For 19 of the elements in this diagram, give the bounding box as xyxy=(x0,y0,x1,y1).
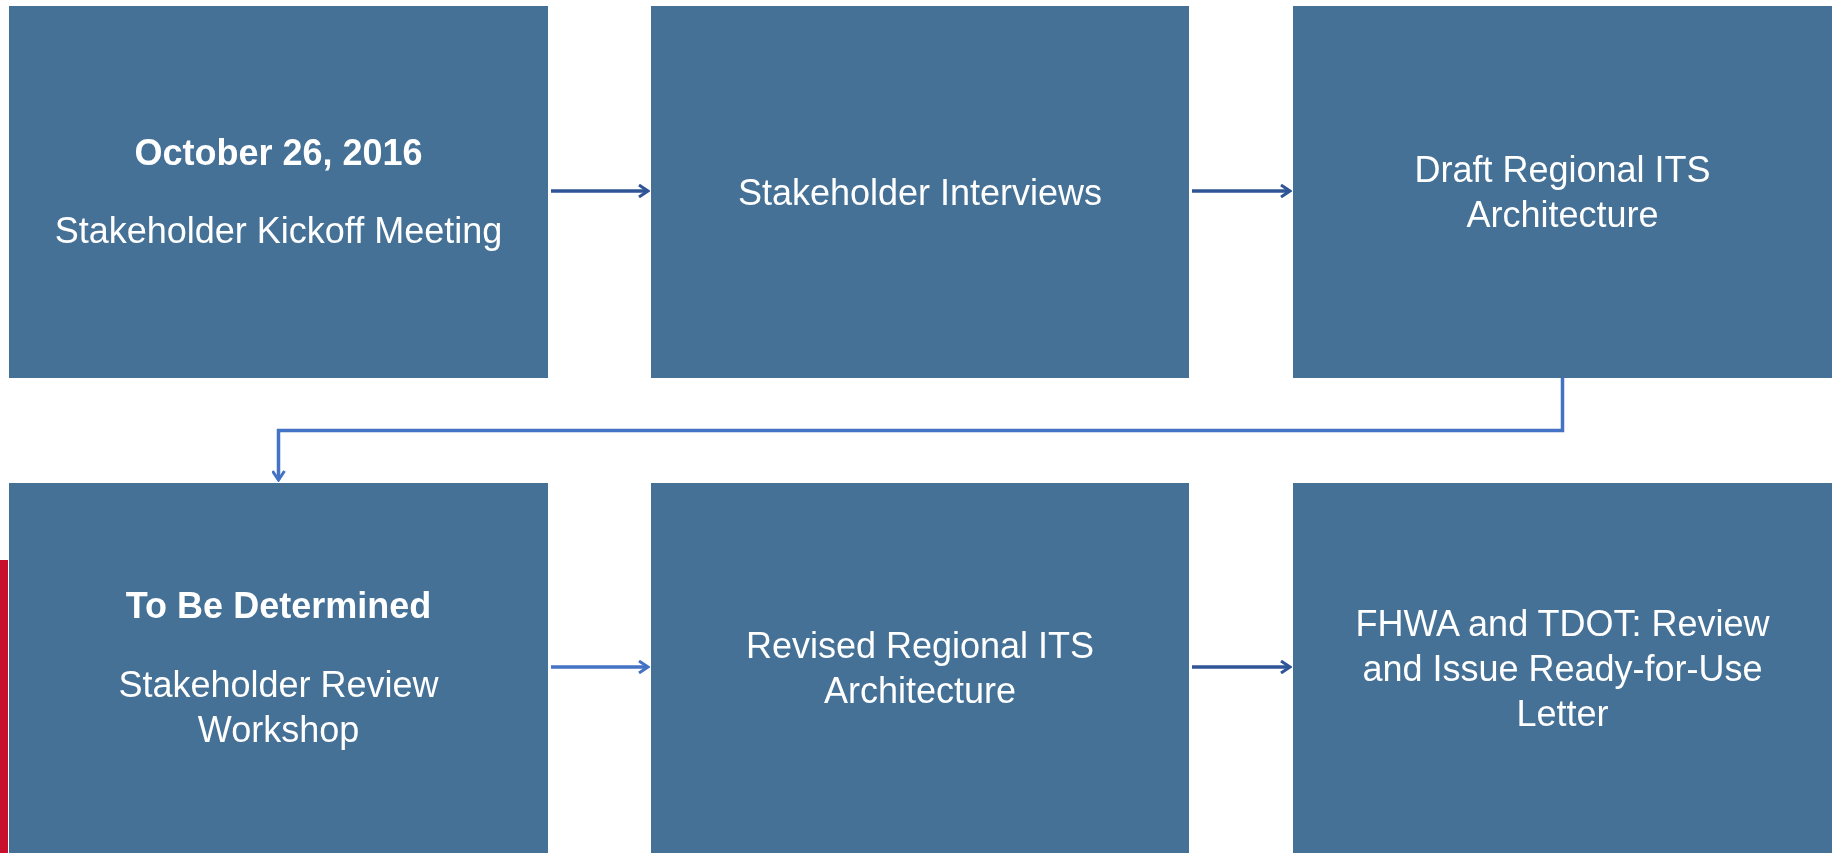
process-box xyxy=(9,483,548,853)
process-box xyxy=(1293,483,1832,853)
step-label: Draft Regional ITS Architecture xyxy=(1413,148,1712,237)
arrow xyxy=(551,183,650,199)
arrow xyxy=(271,378,1565,482)
step-label: FHWA and TDOT: Review and Issue Ready-for-Use Letter xyxy=(1354,601,1771,736)
arrow xyxy=(551,659,650,675)
step-label: Stakeholder Kickoff Meeting xyxy=(54,209,503,254)
date-heading: To Be Determined xyxy=(125,584,432,628)
process-box xyxy=(651,6,1189,378)
date-heading: October 26, 2016 xyxy=(134,130,423,175)
step-label: Revised Regional ITS Architecture xyxy=(744,624,1096,713)
arrow xyxy=(1192,659,1292,675)
arrow xyxy=(1192,183,1292,199)
process-box xyxy=(1293,6,1832,378)
step-label: Stakeholder Interviews xyxy=(737,170,1103,215)
step-label: Stakeholder Review Workshop xyxy=(117,662,440,752)
process-box xyxy=(651,483,1189,853)
process-box xyxy=(9,6,548,378)
